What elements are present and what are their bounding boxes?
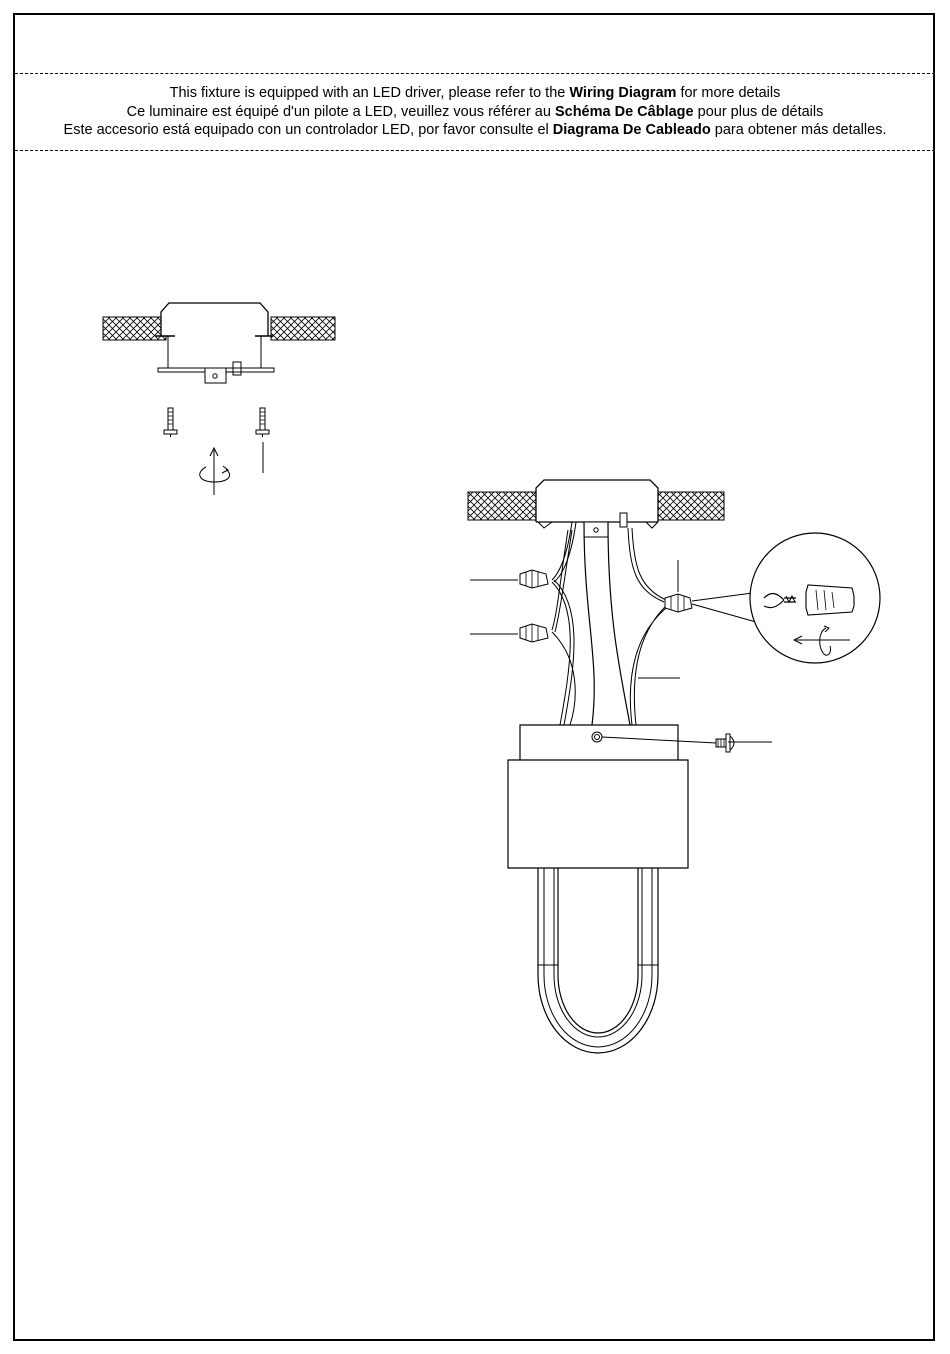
page-border <box>13 13 935 1341</box>
junction-box <box>161 303 268 336</box>
fixture-canopy <box>520 725 678 761</box>
ceiling-section-left <box>103 317 335 340</box>
fixture-wires <box>552 580 668 725</box>
mounting-bar <box>158 362 274 383</box>
wiring-connection-diagram <box>460 470 890 1060</box>
mounting-bracket-diagram <box>95 290 345 505</box>
ceiling-section-right <box>468 492 724 520</box>
mounting-bar <box>584 513 627 537</box>
twisted-wires-icon <box>764 594 796 608</box>
mounting-screw-left <box>164 408 177 437</box>
wire-nut-detail-callout <box>692 533 880 663</box>
fixture-cord <box>584 522 630 725</box>
wire-nut-bottom-left <box>520 624 548 642</box>
notice-spanish: Este accesorio está equipado con un cont… <box>63 122 887 138</box>
canopy-screw <box>716 734 734 752</box>
wiring-diagram-reference: Wiring Diagram <box>569 85 677 101</box>
wire-nut-top-left <box>520 570 548 588</box>
junction-box <box>536 480 658 522</box>
led-driver-notice: This fixture is equipped with an LED dri… <box>15 84 935 140</box>
lamp-shade <box>508 760 688 868</box>
mounting-screw-right <box>256 408 269 437</box>
top-dashed-divider <box>15 73 935 74</box>
wire-nut-icon <box>806 585 854 615</box>
house-wires <box>552 522 666 632</box>
notice-french: Ce luminaire est équipé d'un pilote a LE… <box>126 103 824 120</box>
diagrama-de-cableado-reference: Diagrama De Cableado <box>552 122 711 138</box>
rotate-arrow-icon <box>200 448 230 495</box>
schema-de-cablage-reference: Schéma De Câblage <box>554 103 694 120</box>
bottom-dashed-divider <box>15 150 935 151</box>
u-shaped-led-arm <box>538 868 658 1053</box>
leader-line <box>602 737 716 743</box>
notice-english: This fixture is equipped with an LED dri… <box>169 85 781 101</box>
wire-nut-right <box>665 594 692 612</box>
twist-arrow-icon <box>794 626 850 655</box>
